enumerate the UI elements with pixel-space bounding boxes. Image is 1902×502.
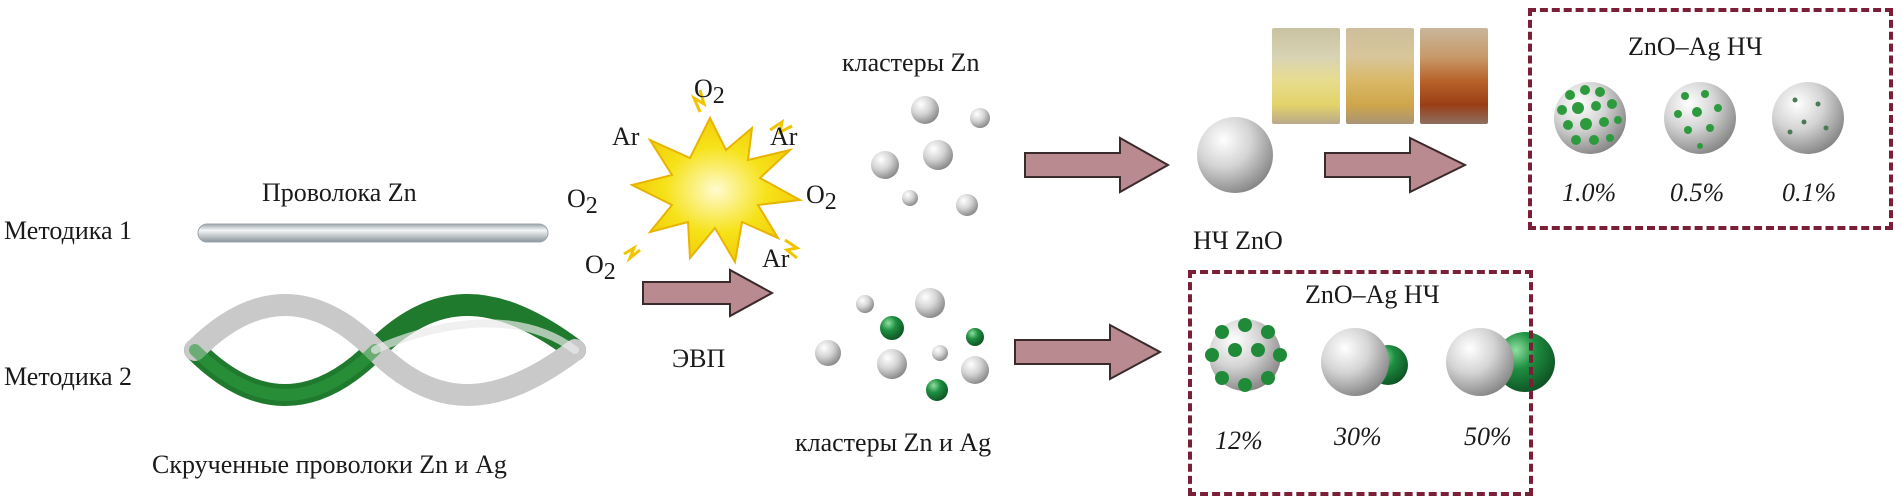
gas-o2-label: O2 [585, 250, 616, 286]
bottom-box-title: ZnO–Ag НЧ [1305, 280, 1440, 309]
top-box-title: ZnO–Ag НЧ [1628, 32, 1763, 61]
zno-np-label: НЧ ZnO [1193, 226, 1283, 255]
zno-nanoparticle [1197, 117, 1273, 193]
beaker-photo-icon [1420, 28, 1488, 124]
twisted-wires-icon [184, 294, 586, 406]
beaker-photo-icon [1346, 28, 1414, 124]
bottom-pct-label: 30% [1334, 422, 1382, 451]
method1-label: Методика 1 [4, 216, 133, 245]
top-composite-1pct [1554, 82, 1626, 154]
bottom-result-frame [1188, 270, 1533, 496]
gas-o2-label: O2 [806, 180, 837, 216]
arrow-clusters-to-np [1024, 136, 1171, 194]
gas-ar-label: Ar [612, 122, 640, 151]
arrow-np-to-composites [1324, 136, 1468, 194]
zn-ag-clusters [815, 288, 989, 401]
beaker-photo-icon [1272, 28, 1340, 124]
bottom-pct-label: 50% [1464, 422, 1512, 451]
gas-o2-label: O2 [694, 74, 725, 110]
evp-label: ЭВП [672, 344, 726, 373]
top-composite-05pct [1664, 82, 1736, 154]
wire-zn-label: Проволока Zn [262, 178, 417, 207]
top-pct-label: 0.5% [1670, 178, 1725, 207]
gas-o2-label: O2 [567, 184, 598, 220]
gas-ar-label: Ar [770, 122, 798, 151]
top-composite-01pct [1772, 82, 1844, 154]
top-pct-label: 1.0% [1562, 178, 1617, 207]
method2-label: Методика 2 [4, 362, 133, 391]
top-pct-label: 0.1% [1782, 178, 1837, 207]
bottom-composite-12pct [1205, 318, 1287, 392]
zn-wire-icon [197, 223, 549, 243]
top-result-frame [1528, 8, 1893, 230]
explosion-icon [623, 89, 804, 265]
bottom-composite-50pct [1446, 328, 1555, 396]
gas-ar-label: Ar [762, 244, 790, 273]
evp-arrow [642, 268, 775, 318]
zn-clusters [871, 96, 990, 216]
twisted-wires-label: Скрученные проволоки Zn и Ag [152, 450, 507, 479]
clusters-zn-label: кластеры Zn [842, 48, 980, 77]
arrow-clusters-to-composites [1014, 323, 1163, 381]
clusters-zn-ag-label: кластеры Zn и Ag [795, 428, 992, 457]
bottom-composite-30pct [1321, 328, 1408, 396]
bottom-pct-label: 12% [1215, 426, 1263, 455]
